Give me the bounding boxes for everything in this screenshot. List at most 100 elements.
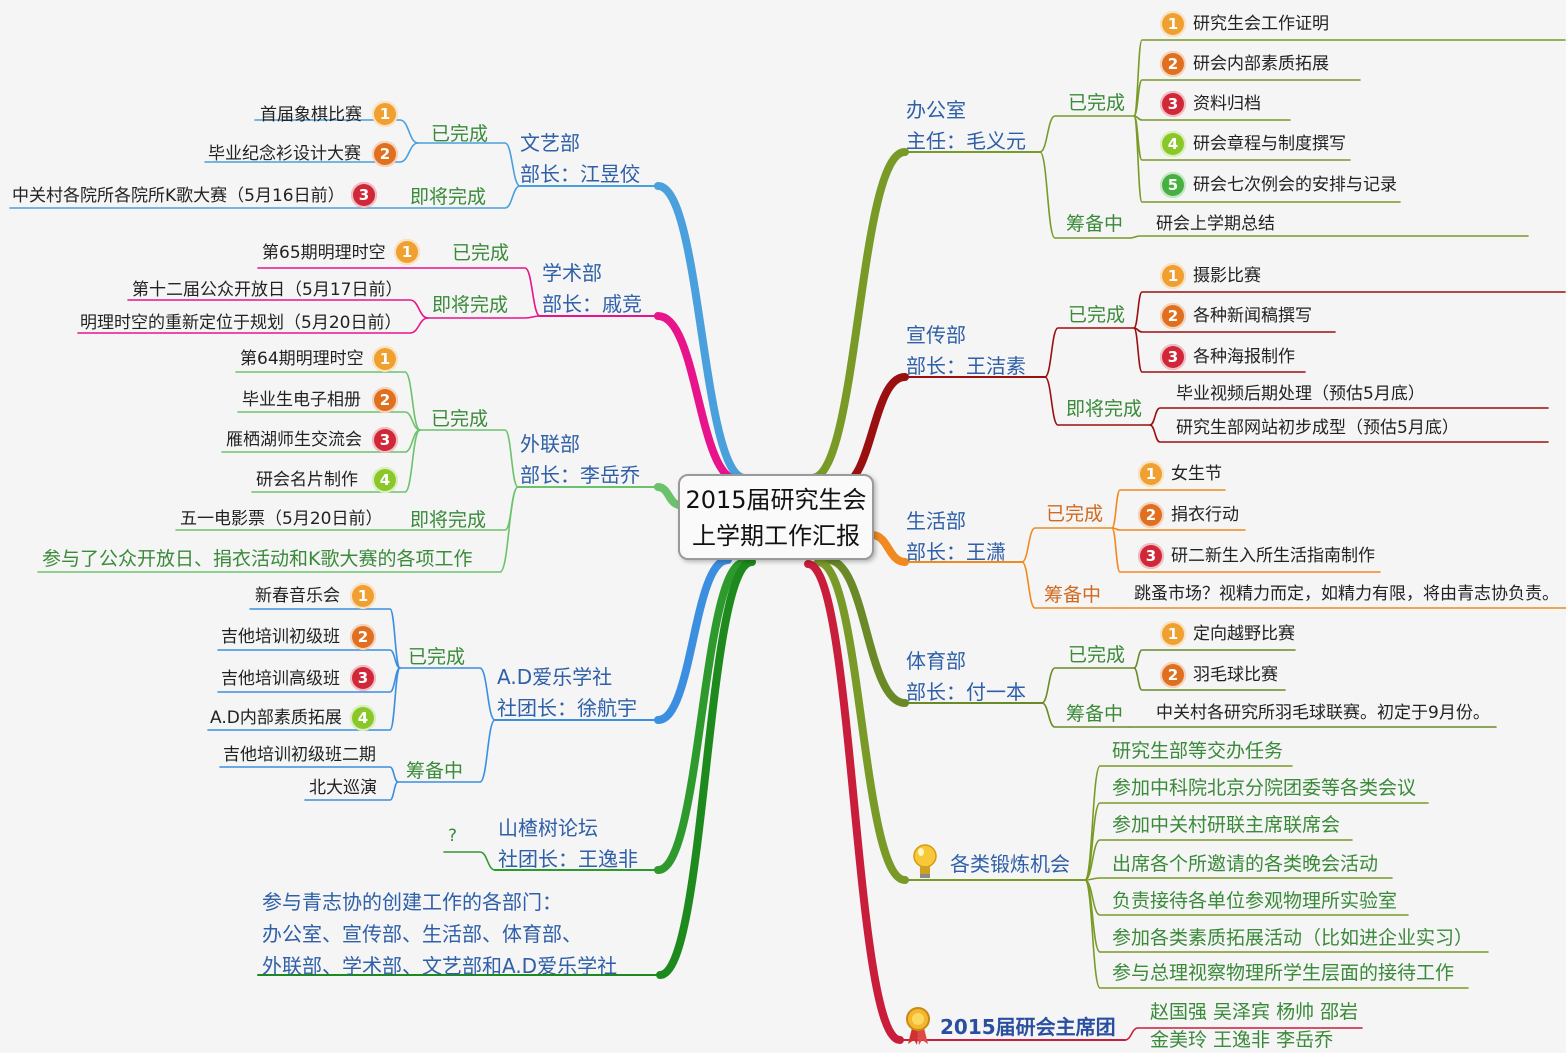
qingzhi-note: 参与青志协的创建工作的各部门： 办公室、宣传部、生活部、体育部、 外联部、学术部… bbox=[262, 886, 617, 982]
ad-done-2 bbox=[217, 649, 401, 669]
xuanchuan-done-item-3: 各种海报制作 bbox=[1193, 347, 1295, 367]
tiyu-prep-item-1: 中关村各研究所羽毛球联赛。初定于9月份。 bbox=[1156, 703, 1490, 723]
xuanchuan-done-3 bbox=[1133, 327, 1306, 373]
wailian-extra-note: 参与了公众开放日、捐衣活动和K歌大赛的各项工作 bbox=[42, 548, 473, 570]
club-shanzha-head: 社团长：王逸非 bbox=[498, 847, 638, 871]
wailian-extra bbox=[37, 486, 519, 573]
xueshu-branch bbox=[654, 312, 742, 484]
ad-done-4 bbox=[207, 667, 401, 731]
duanlian-branch bbox=[814, 558, 909, 884]
wailian-done-item-1: 第64期明理时空 bbox=[240, 349, 364, 369]
dept-xueshu-name: 学术部 bbox=[542, 261, 602, 285]
office-prep-item-1: 研会上学期总结 bbox=[1156, 214, 1275, 234]
shenghuo-done-1 bbox=[1111, 489, 1226, 529]
tiyu-prep-label: 筹备中 bbox=[1066, 703, 1124, 725]
duanlian-item-4: 出席各个所邀请的各类晚会活动 bbox=[1112, 853, 1379, 875]
wenyi-done-1 bbox=[254, 119, 419, 144]
number-1-icon: 1 bbox=[1160, 621, 1186, 647]
office-done bbox=[1039, 115, 1135, 153]
club-shanzha[interactable]: 山楂树论坛 社团长：王逸非 bbox=[498, 813, 638, 875]
duanlian-item-3 bbox=[1084, 839, 1353, 881]
club-ad-name: A.D爱乐学社 bbox=[497, 665, 613, 689]
zhuxi-label[interactable]: 2015届研会主席团 bbox=[940, 1015, 1116, 1039]
xuanchuan-soon-2 bbox=[1149, 424, 1549, 443]
wailian-done-item-4: 研会名片制作 bbox=[256, 470, 358, 490]
ad-done-label: 已完成 bbox=[408, 646, 466, 668]
number-2-icon: 2 bbox=[1160, 662, 1186, 688]
duanlian-item-5: 负责接待各单位参观物理所实验室 bbox=[1112, 890, 1398, 912]
number-1-icon: 1 bbox=[1138, 461, 1164, 487]
wenyi-done-label: 已完成 bbox=[431, 123, 489, 145]
number-1-icon: 1 bbox=[372, 346, 398, 372]
duanlian-item-1: 研究生部等交办任务 bbox=[1112, 740, 1284, 762]
number-1-icon: 1 bbox=[350, 583, 376, 609]
lightbulb-icon bbox=[912, 844, 938, 888]
ad-prep bbox=[397, 719, 496, 783]
wenyi-done bbox=[417, 142, 521, 187]
number-3-icon: 3 bbox=[372, 427, 398, 453]
dept-wenyi[interactable]: 文艺部 部长：江昱佼 bbox=[520, 128, 640, 190]
central-topic[interactable]: 2015届研究生会 上学期工作汇报 bbox=[678, 474, 874, 560]
central-topic-line2: 上学期工作汇报 bbox=[692, 522, 860, 550]
office-prep-label: 筹备中 bbox=[1066, 213, 1124, 235]
wenyi-done-item-1: 首届象棋比赛 bbox=[260, 105, 362, 125]
xueshu-soon-item-1: 第十二届公众开放日（5月17日前） bbox=[132, 280, 403, 300]
zhuxi-members-line2: 金美玲 王逸非 李岳乔 bbox=[1150, 1029, 1334, 1051]
dept-shenghuo[interactable]: 生活部 部长：王潇 bbox=[906, 506, 1006, 568]
wailian-done bbox=[419, 429, 519, 488]
wenyi-soon-item-1: 中关村各院所各院所K歌大赛（5月16日前） bbox=[12, 186, 345, 206]
qingzhi-branch bbox=[656, 558, 756, 979]
ad-prep-item-2: 北大巡演 bbox=[309, 778, 377, 798]
duanlian-label[interactable]: 各类锻炼机会 bbox=[950, 852, 1070, 876]
number-2-icon: 2 bbox=[1138, 502, 1164, 528]
xuanchuan-done bbox=[1044, 327, 1135, 378]
wenyi-done-item-2: 毕业纪念衫设计大赛 bbox=[208, 144, 361, 164]
dept-office[interactable]: 办公室 主任：毛义元 bbox=[906, 95, 1026, 157]
xuanchuan-soon-item-1: 毕业视频后期处理（预估5月底） bbox=[1176, 384, 1425, 404]
ad-done-1 bbox=[249, 608, 401, 669]
zhuxi-members bbox=[1124, 1027, 1363, 1041]
dept-wailian-head: 部长：李岳乔 bbox=[520, 463, 640, 487]
dept-xuanchuan[interactable]: 宣传部 部长：王洁素 bbox=[906, 320, 1026, 382]
ad-prep-label: 筹备中 bbox=[406, 760, 464, 782]
number-1-icon: 1 bbox=[394, 239, 420, 265]
dept-wenyi-name: 文艺部 bbox=[520, 131, 580, 155]
number-4-icon: 4 bbox=[372, 467, 398, 493]
dept-xuanchuan-head: 部长：王洁素 bbox=[906, 354, 1026, 378]
tiyu-done bbox=[1041, 667, 1135, 704]
office-branch bbox=[808, 148, 909, 482]
office-done-5 bbox=[1133, 115, 1401, 203]
xuanchuan-soon-item-2: 研究生部网站初步成型（预估5月底） bbox=[1176, 418, 1459, 438]
shanzha-mark bbox=[443, 851, 496, 871]
club-ad-head: 社团长：徐航宇 bbox=[497, 696, 637, 720]
xueshu-soon bbox=[427, 315, 541, 319]
wailian-done-4 bbox=[251, 429, 421, 493]
wailian-done-item-3: 雁栖湖师生交流会 bbox=[226, 430, 362, 450]
shenghuo-done-2 bbox=[1111, 527, 1246, 531]
shanzha-branch bbox=[654, 558, 749, 874]
wailian-soon-label: 即将完成 bbox=[410, 509, 487, 531]
number-2-icon: 2 bbox=[1160, 303, 1186, 329]
shenghuo-prep bbox=[1021, 561, 1121, 609]
shenghuo-done bbox=[1021, 527, 1113, 563]
dept-tiyu-head: 部长：付一本 bbox=[906, 680, 1026, 704]
xuanchuan-done-1 bbox=[1133, 291, 1566, 329]
dept-wailian[interactable]: 外联部 部长：李岳乔 bbox=[520, 429, 640, 491]
tiyu-done-2 bbox=[1133, 667, 1286, 691]
ad-prep-2 bbox=[304, 781, 399, 801]
shenghuo-done-label: 已完成 bbox=[1046, 503, 1104, 525]
number-3-icon: 3 bbox=[351, 182, 377, 208]
duanlian-item-7 bbox=[1084, 879, 1469, 989]
wailian-branch bbox=[654, 483, 684, 509]
club-ad[interactable]: A.D爱乐学社 社团长：徐航宇 bbox=[497, 662, 637, 724]
dept-xueshu[interactable]: 学术部 部长：戚竞 bbox=[542, 258, 642, 320]
xuanchuan-done-item-2: 各种新闻稿撰写 bbox=[1193, 306, 1312, 326]
office-done-item-4: 研会章程与制度撰写 bbox=[1193, 134, 1346, 154]
office-done-item-5: 研会七次例会的安排与记录 bbox=[1193, 175, 1397, 195]
number-2-icon: 2 bbox=[1160, 51, 1186, 77]
number-3-icon: 3 bbox=[1160, 344, 1186, 370]
ad-prep-item-1: 吉他培训初级班二期 bbox=[223, 745, 376, 765]
ad-done-item-2: 吉他培训初级班 bbox=[221, 627, 340, 647]
dept-tiyu[interactable]: 体育部 部长：付一本 bbox=[906, 646, 1026, 708]
tiyu-branch bbox=[824, 556, 909, 707]
